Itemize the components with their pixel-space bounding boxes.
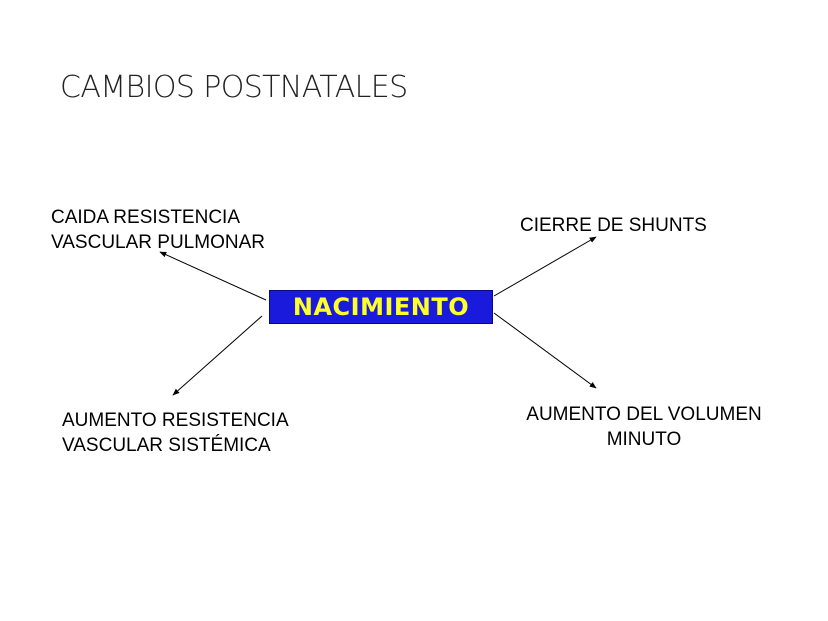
outcome-top-right: CIERRE DE SHUNTS <box>520 213 707 238</box>
outcome-line: MINUTO <box>606 429 682 450</box>
outcome-line: VASCULAR PULMONAR <box>51 232 265 253</box>
arrow-to-top-left <box>159 251 267 301</box>
center-node: NACIMIENTO <box>269 290 493 324</box>
center-node-label: NACIMIENTO <box>292 293 470 321</box>
outcome-line: AUMENTO DEL VOLUMEN <box>526 404 762 425</box>
outcome-line: AUMENTO RESISTENCIA <box>62 410 289 431</box>
outcome-line: VASCULAR SISTÉMICA <box>62 435 271 456</box>
slide-title: CAMBIOS POSTNATALES <box>60 70 408 105</box>
outcome-bottom-right: AUMENTO DEL VOLUMEN MINUTO <box>514 402 774 452</box>
outcome-bottom-left: AUMENTO RESISTENCIA VASCULAR SISTÉMICA <box>62 408 289 458</box>
outcome-line: CAIDA RESISTENCIA <box>51 207 240 228</box>
arrow-to-bottom-left <box>172 315 263 396</box>
outcome-line: CIERRE DE SHUNTS <box>520 215 707 236</box>
outcome-top-left: CAIDA RESISTENCIA VASCULAR PULMONAR <box>51 205 265 255</box>
arrow-to-top-right <box>493 236 597 297</box>
arrow-to-bottom-right <box>493 312 597 389</box>
